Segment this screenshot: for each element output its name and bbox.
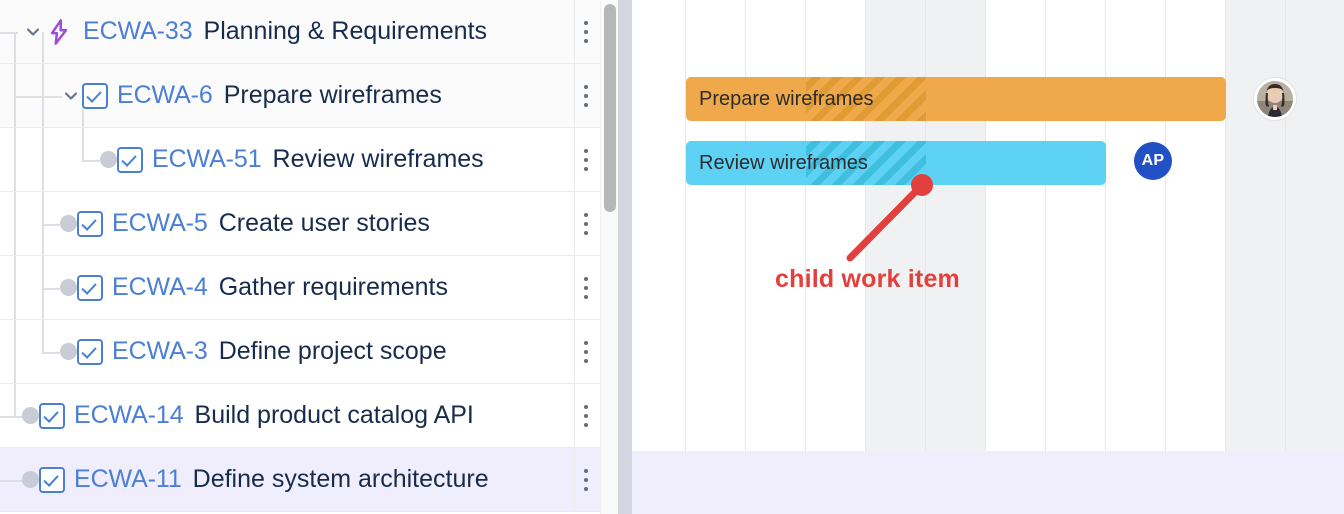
- tree-row[interactable]: ECWA-5 Create user stories: [0, 192, 618, 256]
- tree-row[interactable]: ECWA-6 Prepare wireframes: [0, 64, 618, 128]
- tree-row-content: ECWA-33 Planning & Requirements: [0, 0, 618, 63]
- work-item-summary: Planning & Requirements: [203, 17, 488, 45]
- tree-rail: [14, 128, 16, 191]
- work-item-summary: Build product catalog API: [194, 401, 474, 429]
- tree-row-content: ECWA-14 Build product catalog API: [0, 384, 618, 447]
- assignee-avatar-photo[interactable]: [1254, 78, 1296, 120]
- work-item-key[interactable]: ECWA-11: [74, 465, 182, 493]
- panel-divider[interactable]: [618, 0, 632, 514]
- tree-row-content: ECWA-5 Create user stories: [0, 192, 618, 255]
- row-actions-menu[interactable]: [576, 64, 596, 127]
- tree-row[interactable]: ECWA-11 Define system architecture: [0, 448, 618, 512]
- row-actions-menu[interactable]: [576, 320, 596, 383]
- tree-node-dot-icon: [60, 215, 77, 232]
- gantt-weekend-column: [1286, 0, 1344, 451]
- row-actions-menu[interactable]: [576, 0, 596, 63]
- gantt-day-column: [986, 0, 1046, 451]
- gantt-selected-row-band: [632, 451, 1344, 514]
- tree-row[interactable]: ECWA-33 Planning & Requirements: [0, 0, 618, 64]
- tree-row-content: ECWA-3 Define project scope: [0, 320, 618, 383]
- tree-rail: [14, 384, 16, 416]
- tree-node-dot-icon: [60, 279, 77, 296]
- chevron-down-icon[interactable]: [60, 85, 82, 107]
- work-item-key[interactable]: ECWA-6: [117, 81, 213, 109]
- gantt-weekend-column: [1226, 0, 1286, 451]
- work-item-summary: Gather requirements: [218, 273, 448, 301]
- tree-rail: [82, 95, 84, 127]
- tree-vertical-scrollbar[interactable]: [600, 0, 618, 514]
- work-item-summary: Prepare wireframes: [223, 81, 442, 109]
- tree-rail: [42, 320, 44, 352]
- tree-row[interactable]: ECWA-14 Build product catalog API: [0, 384, 618, 448]
- gantt-bar[interactable]: Review wireframes: [686, 141, 1106, 185]
- tree-node-dot-icon: [22, 407, 39, 424]
- tree-elbow: [0, 31, 18, 34]
- tree-rail: [42, 128, 44, 191]
- chevron-down-icon[interactable]: [22, 21, 44, 43]
- work-item-key[interactable]: ECWA-33: [83, 17, 193, 45]
- work-item-key[interactable]: ECWA-3: [112, 337, 208, 365]
- gantt-day-column: [686, 0, 746, 451]
- task-checkbox-icon[interactable]: [39, 402, 65, 429]
- task-checkbox-icon[interactable]: [82, 82, 108, 109]
- row-actions-menu[interactable]: [576, 256, 596, 319]
- tree-node-dot-icon: [100, 151, 117, 168]
- assignee-avatar-initials[interactable]: AP: [1134, 142, 1172, 180]
- row-actions-menu[interactable]: [576, 192, 596, 255]
- tree-row-content: ECWA-4 Gather requirements: [0, 256, 618, 319]
- work-item-summary: Review wireframes: [272, 145, 484, 173]
- task-checkbox-icon[interactable]: [117, 146, 143, 173]
- tree-row-content: ECWA-6 Prepare wireframes: [0, 64, 618, 127]
- gantt-grid: [632, 0, 1344, 451]
- work-item-key[interactable]: ECWA-51: [152, 145, 262, 173]
- gantt-weekend-column: [926, 0, 986, 451]
- row-actions-menu[interactable]: [576, 384, 596, 447]
- tree-scrollbar-thumb[interactable]: [604, 4, 616, 212]
- tree-rail: [42, 31, 44, 63]
- work-item-summary: Define project scope: [218, 337, 447, 365]
- gantt-bar[interactable]: Prepare wireframes: [686, 77, 1226, 121]
- work-item-key[interactable]: ECWA-14: [74, 401, 184, 429]
- task-checkbox-icon[interactable]: [77, 274, 103, 301]
- epic-lightning-icon: [44, 17, 74, 47]
- row-actions-menu[interactable]: [576, 128, 596, 191]
- tree-node-dot-icon: [60, 343, 77, 360]
- gantt-day-column: [1106, 0, 1166, 451]
- work-item-key[interactable]: ECWA-4: [112, 273, 208, 301]
- gantt-day-column: [632, 0, 686, 451]
- tree-rail: [82, 128, 84, 160]
- gantt-day-column: [1166, 0, 1226, 451]
- tree-row[interactable]: ECWA-3 Define project scope: [0, 320, 618, 384]
- gantt-weekend-column: [866, 0, 926, 451]
- work-item-summary: Create user stories: [218, 209, 430, 237]
- tree-rail: [14, 256, 16, 319]
- task-checkbox-icon[interactable]: [77, 210, 103, 237]
- tree-row-content: ECWA-11 Define system architecture: [0, 448, 618, 511]
- work-item-key[interactable]: ECWA-5: [112, 209, 208, 237]
- gantt-bar-label: Review wireframes: [699, 151, 868, 174]
- work-item-summary: Define system architecture: [192, 465, 489, 493]
- tree-elbow: [14, 95, 62, 98]
- gantt-bar-label: Prepare wireframes: [699, 87, 874, 110]
- tree-row[interactable]: ECWA-51 Review wireframes: [0, 128, 618, 192]
- gantt-day-column: [806, 0, 866, 451]
- task-checkbox-icon[interactable]: [77, 338, 103, 365]
- row-actions-menu[interactable]: [576, 448, 596, 511]
- task-checkbox-icon[interactable]: [39, 466, 65, 493]
- tree-row[interactable]: ECWA-4 Gather requirements: [0, 256, 618, 320]
- gantt-day-column: [746, 0, 806, 451]
- gantt-day-column: [1046, 0, 1106, 451]
- tree-node-dot-icon: [22, 471, 39, 488]
- tree-rail: [14, 192, 16, 255]
- tree-rail: [14, 31, 16, 63]
- tree-rail: [14, 320, 16, 383]
- tree-row-content: ECWA-51 Review wireframes: [0, 128, 618, 191]
